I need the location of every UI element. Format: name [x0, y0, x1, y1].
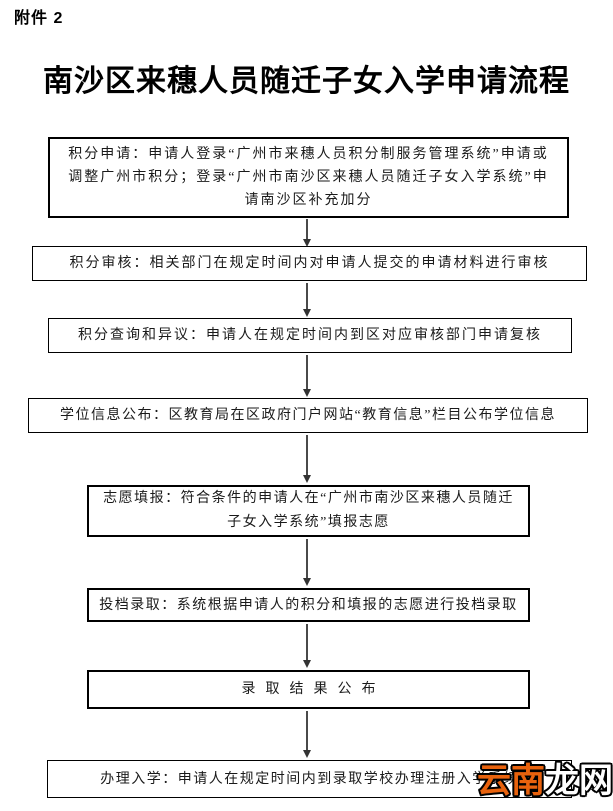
flow-step-points-application: 积分申请：申请人登录“广州市来穗人员积分制服务管理系统”申请或 调整广州市积分；… — [48, 137, 569, 218]
flow-arrow-down — [302, 283, 312, 317]
flow-arrow-down — [302, 435, 312, 483]
step-text-line: 录取结果公布 — [241, 682, 386, 697]
down-arrow-shaft — [306, 219, 308, 239]
flow-step-enrollment: 办理入学：申请人在规定时间内到录取学校办理注册入学手续 — [47, 760, 572, 798]
down-arrow-shaft — [306, 711, 308, 750]
site-watermark-logo: 云 南 龙 网 — [476, 760, 613, 803]
watermark-char: 龙 — [544, 760, 581, 803]
down-arrow-shaft — [306, 435, 308, 475]
down-arrow-shaft — [306, 283, 308, 309]
flow-step-seat-info-announcement: 学位信息公布：区教育局在区政府门户网站“教育信息”栏目公布学位信息 — [28, 398, 588, 433]
step-text-line: 积分查询和异议：申请人在规定时间内到区对应审核部门申请复核 — [78, 328, 542, 343]
step-text-line: 志愿填报：符合条件的申请人在“广州市南沙区来穗人员随迁 — [103, 491, 514, 506]
step-text-line: 请南沙区补充加分 — [244, 193, 373, 208]
flow-step-points-review: 积分审核：相关部门在规定时间内对申请人提交的申请材料进行审核 — [32, 246, 587, 281]
watermark-char: 南 — [510, 760, 547, 803]
step-text-line: 办理入学：申请人在规定时间内到录取学校办理注册入学手续 — [100, 771, 519, 787]
step-text-line: 积分申请：申请人登录“广州市来穗人员积分制服务管理系统”申请或 — [68, 147, 549, 162]
down-arrow-head-icon — [303, 239, 311, 247]
watermark-char: 网 — [578, 760, 613, 803]
flow-arrow-down — [302, 711, 312, 758]
down-arrow-shaft — [306, 539, 308, 578]
watermark-char: 云 — [476, 760, 513, 803]
flow-step-points-query-appeal: 积分查询和异议：申请人在规定时间内到区对应审核部门申请复核 — [48, 318, 572, 353]
down-arrow-head-icon — [303, 578, 311, 586]
down-arrow-head-icon — [303, 389, 311, 397]
down-arrow-head-icon — [303, 309, 311, 317]
page-title: 南沙区来穗人员随迁子女入学申请流程 — [43, 65, 570, 98]
down-arrow-shaft — [306, 624, 308, 660]
flow-step-archive-admission: 投档录取：系统根据申请人的积分和填报的志愿进行投档录取 — [87, 588, 530, 622]
attachment-label: 附件 2 — [14, 10, 64, 27]
step-text-line: 调整广州市积分；登录“广州市南沙区来穗人员随迁子女入学系统”申 — [68, 170, 549, 185]
step-text-line: 子女入学系统”填报志愿 — [227, 515, 390, 530]
flow-step-preference-filling: 志愿填报：符合条件的申请人在“广州市南沙区来穗人员随迁 子女入学系统”填报志愿 — [87, 485, 530, 537]
down-arrow-head-icon — [303, 750, 311, 758]
down-arrow-head-icon — [303, 660, 311, 668]
step-text-line: 投档录取：系统根据申请人的积分和填报的志愿进行投档录取 — [99, 597, 518, 613]
step-text-line: 积分审核：相关部门在规定时间内对申请人提交的申请材料进行审核 — [69, 256, 550, 271]
flow-arrow-down — [302, 219, 312, 247]
step-text-line: 学位信息公布：区教育局在区政府门户网站“教育信息”栏目公布学位信息 — [60, 408, 556, 423]
down-arrow-shaft — [306, 355, 308, 389]
flow-arrow-down — [302, 539, 312, 586]
flow-arrow-down — [302, 355, 312, 397]
flow-step-admission-result: 录取结果公布 — [87, 670, 530, 709]
flow-arrow-down — [302, 624, 312, 668]
down-arrow-head-icon — [303, 475, 311, 483]
